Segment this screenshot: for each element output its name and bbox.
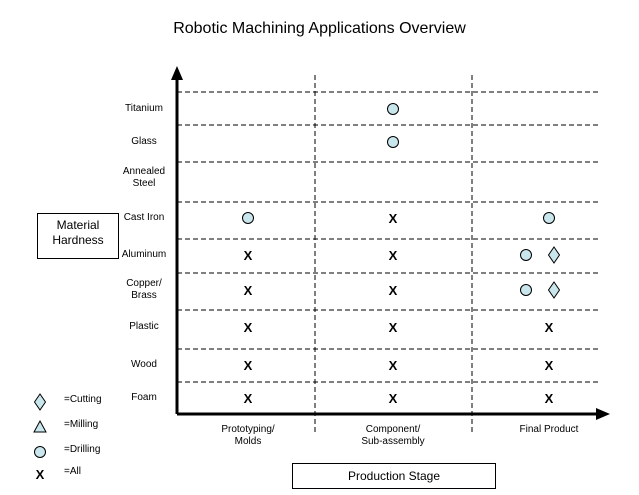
material-label: Titanium: [125, 103, 163, 114]
all-marker: X: [244, 358, 253, 373]
legend-label: =Milling: [64, 419, 99, 430]
drilling-marker: [543, 212, 555, 224]
material-label: Cast Iron: [123, 212, 165, 223]
cutting-marker: [547, 246, 561, 264]
all-marker: X: [244, 248, 253, 263]
all-marker: X: [389, 248, 398, 263]
all-marker: X: [389, 211, 398, 226]
chart-title: Robotic Machining Applications Overview: [173, 20, 466, 37]
drilling-marker: [520, 249, 532, 261]
legend-triangle-icon: [33, 419, 47, 433]
material-label: Glass: [131, 136, 157, 147]
legend-label: =Cutting: [64, 394, 102, 405]
legend-label: =Drilling: [64, 444, 101, 455]
legend-label: =All: [64, 466, 81, 477]
y-axis-arrow: [171, 66, 183, 80]
all-marker: X: [389, 320, 398, 335]
material-label: Plastic: [129, 321, 159, 332]
all-marker: X: [244, 283, 253, 298]
stage-label: Prototyping/ Molds: [221, 424, 275, 447]
legend-x-icon: X: [36, 467, 45, 482]
all-marker: X: [244, 391, 253, 406]
drilling-marker: [387, 136, 399, 148]
all-marker: X: [244, 320, 253, 335]
drilling-marker: [242, 212, 254, 224]
all-marker: X: [389, 358, 398, 373]
material-label: Aluminum: [121, 249, 167, 260]
stage-label: Component/ Sub-assembly: [361, 424, 425, 447]
material-label: Wood: [131, 359, 157, 370]
legend-diamond-icon: [33, 393, 47, 411]
all-marker: X: [545, 391, 554, 406]
material-label: Annealed Steel: [122, 166, 166, 189]
material-label: Foam: [131, 392, 157, 403]
all-marker: X: [389, 391, 398, 406]
x-axis-title-text: Production Stage: [347, 469, 441, 483]
all-marker: X: [389, 283, 398, 298]
material-label: Copper/ Brass: [126, 278, 162, 301]
all-marker: X: [545, 358, 554, 373]
stage-label: Final Product: [519, 424, 579, 435]
drilling-marker: [387, 103, 399, 115]
all-marker: X: [545, 320, 554, 335]
x-axis-arrow: [596, 408, 610, 420]
drilling-marker: [520, 284, 532, 296]
y-axis-title: Material Hardness: [37, 213, 119, 259]
y-axis-title-text: Material Hardness: [52, 218, 104, 247]
cutting-marker: [547, 281, 561, 299]
legend-circle-icon: [34, 446, 46, 458]
x-axis-title: Production Stage: [292, 463, 496, 489]
